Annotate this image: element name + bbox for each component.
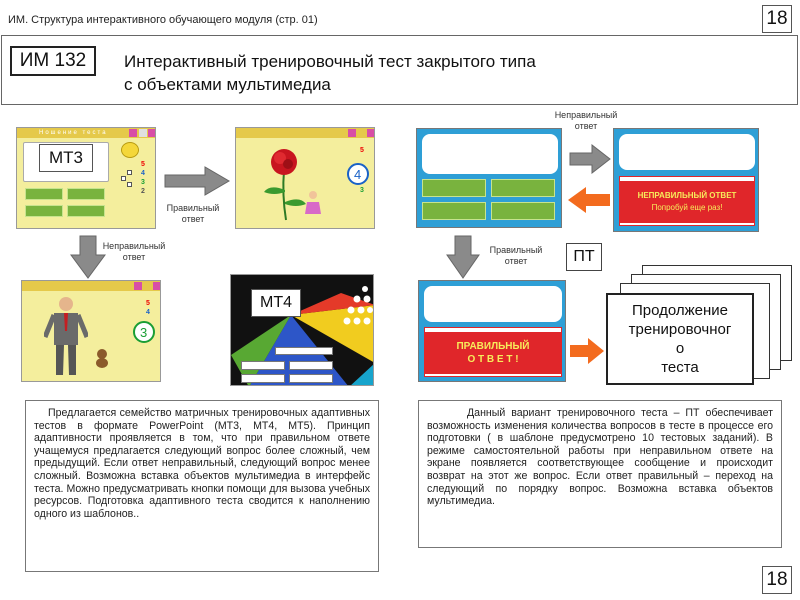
left-description: Предлагается семейство матричных трениро… — [25, 400, 379, 572]
wrong-answer-title: НЕПРАВИЛЬНЫЙ ОТВЕТ — [637, 191, 737, 200]
mt4-label: МТ4 — [251, 289, 301, 317]
rose-image — [264, 149, 306, 221]
arrow-right-icon — [570, 338, 604, 364]
mt4-slide-thumbnail: МТ4 — [230, 274, 374, 386]
correct-answer-subtitle: О Т В Е Т ! — [467, 354, 519, 365]
correct-answer-title: ПРАВИЛЬНЫЙ — [456, 341, 530, 352]
module-code-badge: ИМ 132 — [10, 46, 96, 76]
svg-text:4: 4 — [354, 167, 361, 182]
wrong-answer-feedback-slide: НЕПРАВИЛЬНЫЙ ОТВЕТ Попробуй еще раз! — [613, 128, 759, 232]
page-number-top: 18 — [762, 5, 792, 33]
wrong-answer-caption: Неправильный ответ — [102, 241, 166, 262]
girl-figure-icon — [305, 191, 321, 214]
continue-test-card: Продолжение тренировочног о теста — [606, 293, 754, 385]
title-line-2: с объектами мультимедиа — [124, 75, 331, 94]
correct-answer-feedback-slide: ПРАВИЛЬНЫЙ О Т В Е Т ! — [418, 280, 566, 382]
right-description: Данный вариант тренировочного теста – ПТ… — [418, 400, 782, 548]
monkey-figure-icon — [96, 349, 108, 368]
wrong-answer-caption-right: Неправильный ответ — [554, 110, 618, 131]
svg-text:3: 3 — [140, 325, 147, 340]
arrow-right-icon — [164, 166, 230, 196]
page-title: Интерактивный тренировочный тест закрыто… — [124, 50, 684, 96]
score-3-icon: 3 — [133, 321, 155, 343]
arrow-right-icon — [569, 144, 611, 174]
header-frame — [1, 35, 798, 105]
correct-answer-caption: Правильный ответ — [166, 203, 220, 224]
pt-badge: ПТ — [566, 243, 602, 271]
try-again-text: Попробуй еще раз! — [651, 203, 723, 212]
slide-header-bar — [22, 281, 160, 291]
arrow-back-icon — [568, 187, 610, 213]
slide-header-bar — [236, 128, 374, 138]
arrow-down-icon — [70, 235, 106, 279]
breadcrumb: ИМ. Структура интерактивного обучающего … — [8, 14, 318, 26]
slide-header-bar: Ношение теста — [17, 128, 155, 138]
wrong-answer-message: НЕПРАВИЛЬНЫЙ ОТВЕТ Попробуй еще раз! — [619, 176, 755, 226]
arrow-down-icon — [446, 235, 480, 279]
title-line-1: Интерактивный тренировочный тест закрыто… — [124, 52, 536, 71]
smiley-icon — [121, 142, 139, 158]
dot-pyramid-icon — [343, 286, 373, 325]
mt3-label: МТ3 — [39, 144, 93, 172]
correct-answer-slide-thumbnail: 4 5 3 — [235, 127, 375, 229]
businessman-figure-icon — [44, 297, 88, 375]
score-4-icon: 4 — [347, 163, 369, 185]
correct-answer-caption-right: Правильный ответ — [489, 245, 543, 266]
page-number-bottom: 18 — [762, 566, 792, 594]
question-slide-thumbnail — [416, 128, 562, 228]
